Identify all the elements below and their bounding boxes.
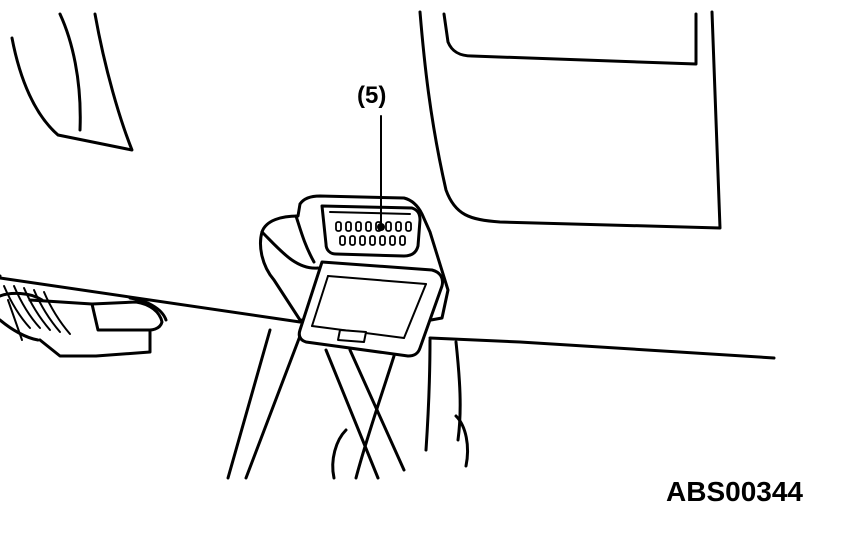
trim-panel-right <box>418 10 722 230</box>
pin-slot <box>335 221 342 232</box>
connector-cover <box>297 260 444 358</box>
wiring-harness <box>0 285 168 358</box>
pin-slot <box>405 221 412 232</box>
pin-slot <box>369 235 376 246</box>
pin-slot <box>355 221 362 232</box>
dashboard-lower-edge <box>0 274 776 360</box>
callout-leader <box>377 115 385 231</box>
pin-slot <box>365 221 372 232</box>
dashboard-panel-left <box>10 12 134 152</box>
pin-slot <box>399 235 406 246</box>
callout-dot <box>377 223 385 231</box>
pin-slot <box>359 235 366 246</box>
pin-slot <box>345 221 352 232</box>
pin-slot <box>389 235 396 246</box>
lower-bracket <box>226 328 470 480</box>
pin-slot <box>379 235 386 246</box>
pin-slot <box>385 221 392 232</box>
pin-slot <box>339 235 346 246</box>
pin-slot <box>349 235 356 246</box>
callout-label: (5) <box>357 82 387 109</box>
pin-slot <box>395 221 402 232</box>
figure-id: ABS00344 <box>666 476 803 507</box>
